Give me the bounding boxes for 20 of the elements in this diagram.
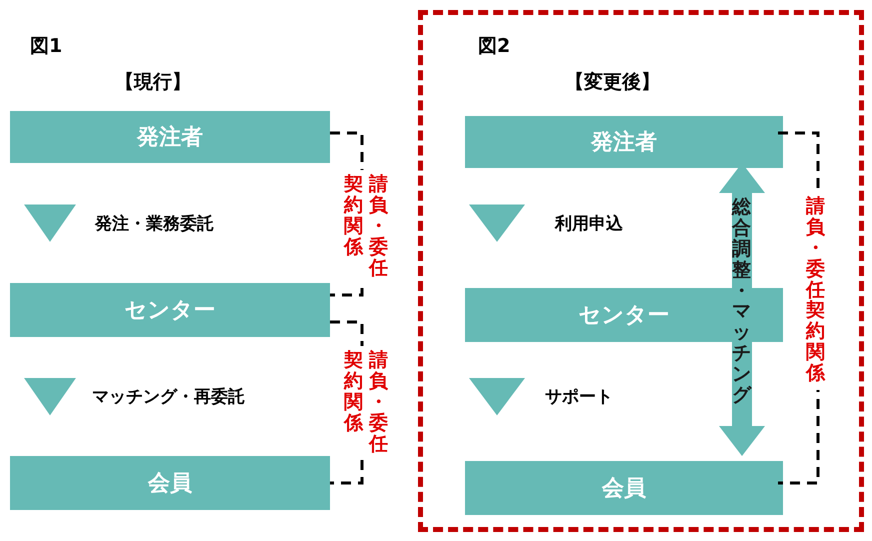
triangle-arrow [24, 378, 76, 416]
triangle-arrow [469, 204, 525, 242]
figure-title: 図2 [478, 34, 510, 59]
process-box: センター [10, 283, 330, 337]
edge-label: 利用申込 [555, 213, 623, 236]
edge-label: 請負・委任契約関係 [806, 192, 825, 390]
section-heading: 【現行】 [115, 70, 191, 95]
process-box: 会員 [465, 461, 783, 515]
process-box: 発注者 [465, 116, 783, 168]
figure-title: 図1 [30, 34, 62, 59]
section-heading: 【変更後】 [565, 70, 660, 95]
triangle-arrow [469, 378, 525, 416]
edge-label: マッチング・再委託 [92, 386, 245, 409]
triangle-arrow [24, 204, 76, 242]
dashed-frame [418, 10, 864, 532]
process-box: 発注者 [10, 111, 330, 163]
edge-label: 発注・業務委託 [95, 213, 214, 236]
edge-label: 総合調整・マッチング [732, 197, 751, 406]
process-box: 会員 [10, 456, 330, 510]
edge-label: サポート [545, 386, 613, 409]
